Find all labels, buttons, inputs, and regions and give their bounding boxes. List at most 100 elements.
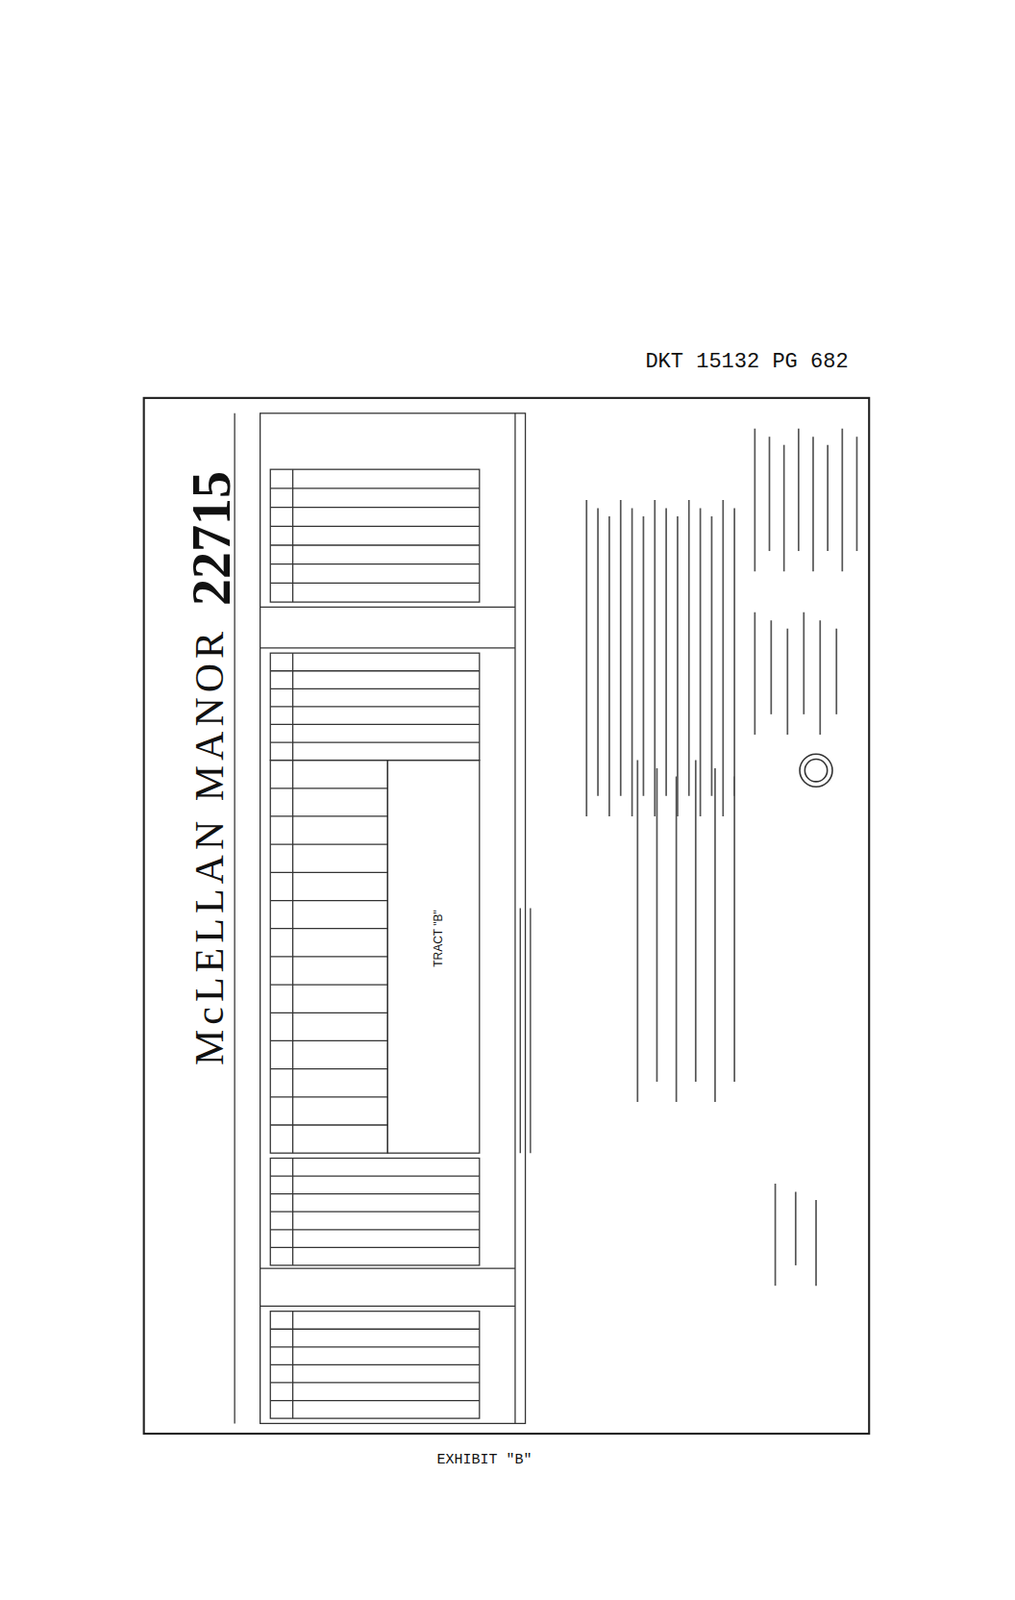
plat-line bbox=[260, 1305, 516, 1307]
plat-line bbox=[260, 1266, 516, 1268]
plat-line bbox=[270, 506, 480, 508]
plat-line bbox=[799, 753, 833, 787]
plat-line bbox=[270, 1381, 480, 1383]
plat-line bbox=[270, 1039, 388, 1041]
plat-line bbox=[733, 507, 736, 795]
plat-line bbox=[270, 563, 480, 565]
plat-line bbox=[699, 507, 702, 816]
plat-line bbox=[292, 652, 294, 760]
plat-line bbox=[270, 899, 388, 901]
plat-line bbox=[270, 741, 480, 743]
plat-line bbox=[636, 760, 639, 1103]
plat-line bbox=[270, 544, 480, 545]
plat-line bbox=[804, 759, 827, 782]
plat-line bbox=[835, 628, 838, 715]
plat-line bbox=[270, 582, 480, 584]
plat-line bbox=[631, 507, 634, 816]
plat-line bbox=[665, 507, 668, 795]
plat-line bbox=[586, 428, 857, 1286]
plat-line bbox=[768, 436, 771, 551]
plat-line bbox=[270, 723, 480, 725]
plat-line bbox=[292, 760, 294, 1154]
plat-line bbox=[270, 787, 388, 789]
plat-line bbox=[270, 1246, 480, 1248]
plat-line bbox=[270, 1345, 480, 1347]
plat-line bbox=[694, 760, 697, 1082]
plat-line bbox=[519, 907, 521, 1153]
plat-line bbox=[270, 760, 388, 1154]
plat-line bbox=[234, 413, 531, 1424]
plat-line bbox=[753, 612, 756, 735]
plat-line bbox=[292, 1311, 294, 1418]
plat-line bbox=[841, 428, 843, 572]
plat-line bbox=[270, 1399, 480, 1401]
plat-line bbox=[802, 612, 805, 715]
plat-line bbox=[711, 516, 714, 796]
plat-line bbox=[270, 1174, 480, 1176]
plat-line bbox=[270, 469, 480, 602]
plat-title: McLELLAN MANOR bbox=[189, 626, 230, 1065]
plat-line bbox=[529, 907, 531, 1153]
plat-line bbox=[270, 1311, 480, 1418]
plat-line bbox=[260, 413, 526, 1424]
plat-line bbox=[144, 397, 870, 1434]
plat-line bbox=[721, 499, 724, 817]
plat-line bbox=[270, 688, 480, 690]
plat-line bbox=[786, 628, 789, 735]
plat-line bbox=[812, 436, 815, 571]
plat-line bbox=[856, 436, 859, 551]
tract-label: TRACT "B" bbox=[432, 909, 445, 967]
plat-line bbox=[753, 428, 756, 572]
plat-line bbox=[270, 1157, 480, 1264]
plat-line bbox=[270, 1228, 480, 1230]
plat-line bbox=[270, 983, 388, 985]
plat-line bbox=[585, 499, 588, 817]
plat-line bbox=[270, 1067, 388, 1069]
plat-line bbox=[292, 1157, 294, 1264]
plat-line bbox=[260, 646, 516, 648]
plat-line bbox=[818, 619, 821, 735]
plat-line bbox=[270, 1095, 388, 1097]
plat-line bbox=[596, 507, 599, 795]
plat-line bbox=[733, 776, 736, 1082]
plat-line bbox=[260, 606, 516, 608]
plat-line bbox=[643, 516, 645, 796]
plat-line bbox=[270, 487, 480, 489]
plat-line bbox=[270, 525, 480, 527]
plat-line bbox=[826, 445, 829, 551]
plat-line bbox=[270, 1012, 388, 1014]
docket-number: DKT 15132 PG 682 bbox=[644, 351, 848, 373]
plat-line bbox=[514, 413, 516, 1424]
plat-line bbox=[619, 499, 622, 796]
plat-line bbox=[270, 652, 480, 760]
plat-line bbox=[675, 776, 678, 1103]
plat-line bbox=[270, 1363, 480, 1365]
plat-line bbox=[676, 516, 679, 817]
plat-line bbox=[270, 1123, 388, 1125]
plat-line bbox=[783, 445, 786, 572]
plat-line bbox=[608, 516, 611, 817]
plat-line bbox=[714, 767, 717, 1102]
plat-line bbox=[688, 499, 691, 796]
plat-line bbox=[270, 1192, 480, 1194]
plat-line bbox=[270, 843, 388, 845]
plat-line bbox=[270, 705, 480, 707]
plat-line bbox=[292, 469, 294, 602]
plat-line bbox=[653, 499, 656, 817]
exhibit-caption: EXHIBIT "B" bbox=[436, 1452, 532, 1467]
plat-line bbox=[799, 753, 833, 787]
plat-line bbox=[769, 619, 772, 715]
plat-line bbox=[270, 815, 388, 817]
plat-line bbox=[774, 1183, 777, 1286]
plat-line bbox=[270, 927, 388, 929]
plat-line bbox=[270, 955, 388, 957]
plat-line bbox=[797, 428, 800, 551]
plat-line bbox=[387, 760, 480, 1154]
plat-number: 22715 bbox=[184, 470, 239, 606]
plat-line bbox=[270, 1211, 480, 1213]
plat-line bbox=[144, 397, 870, 1434]
plat-line bbox=[815, 1199, 817, 1286]
plat-line bbox=[794, 1191, 797, 1265]
plat-line bbox=[656, 767, 659, 1082]
